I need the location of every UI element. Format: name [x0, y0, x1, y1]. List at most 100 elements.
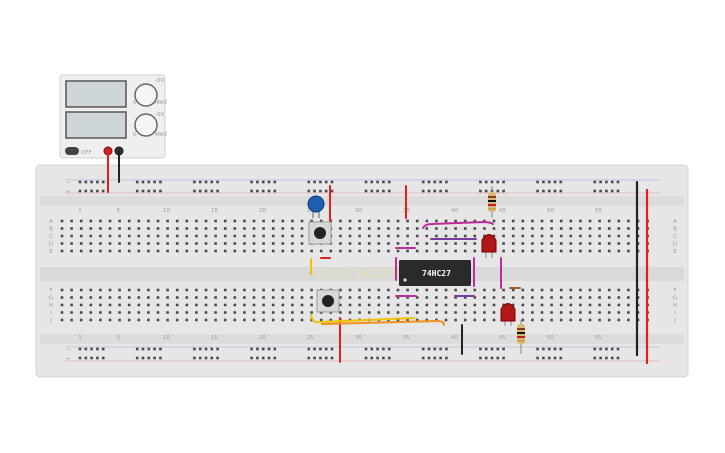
hole[interactable] [273, 189, 277, 193]
hole[interactable] [579, 227, 582, 230]
hole[interactable] [607, 311, 611, 314]
hole[interactable] [99, 219, 102, 223]
hole[interactable] [204, 189, 208, 193]
hole[interactable] [210, 189, 214, 193]
hole[interactable] [550, 318, 553, 322]
hole[interactable] [435, 288, 438, 292]
hole[interactable] [252, 227, 256, 230]
hole[interactable] [367, 242, 371, 245]
hole[interactable] [319, 356, 322, 360]
hole[interactable] [99, 227, 102, 230]
hole[interactable] [79, 288, 83, 292]
hole[interactable] [463, 296, 467, 299]
hole[interactable] [262, 242, 265, 245]
hole[interactable] [156, 303, 160, 307]
hole[interactable] [89, 311, 93, 314]
hole[interactable] [559, 227, 563, 230]
hole[interactable] [502, 288, 505, 292]
hole[interactable] [435, 311, 438, 314]
hole[interactable] [348, 303, 352, 307]
hole[interactable] [101, 347, 105, 351]
hole[interactable] [166, 242, 169, 245]
hole[interactable] [454, 288, 457, 292]
hole[interactable] [324, 180, 328, 184]
hole[interactable] [243, 288, 246, 292]
hole[interactable] [377, 242, 381, 245]
hole[interactable] [243, 242, 246, 245]
hole[interactable] [233, 219, 237, 223]
hole[interactable] [101, 189, 105, 193]
hole[interactable] [542, 180, 545, 184]
hole[interactable] [492, 234, 496, 238]
hole[interactable] [406, 318, 409, 322]
hole[interactable] [135, 347, 139, 351]
hole[interactable] [588, 249, 592, 253]
hole[interactable] [569, 249, 573, 253]
hole[interactable] [444, 288, 448, 292]
hole[interactable] [60, 227, 64, 230]
hole[interactable] [193, 189, 196, 193]
hole[interactable] [90, 180, 93, 184]
hole[interactable] [108, 296, 112, 299]
hole[interactable] [425, 311, 429, 314]
hole[interactable] [99, 242, 102, 245]
hole[interactable] [291, 311, 294, 314]
hole[interactable] [559, 356, 563, 360]
hole[interactable] [454, 249, 457, 253]
hole[interactable] [348, 311, 352, 314]
hole[interactable] [185, 318, 189, 322]
hole[interactable] [118, 242, 121, 245]
hole[interactable] [479, 356, 482, 360]
hole[interactable] [473, 219, 477, 223]
hole[interactable] [216, 347, 219, 351]
hole[interactable] [559, 219, 563, 223]
hole[interactable] [396, 318, 400, 322]
hole[interactable] [214, 303, 217, 307]
hole[interactable] [307, 356, 311, 360]
hole[interactable] [127, 242, 131, 245]
hole[interactable] [377, 219, 381, 223]
hole[interactable] [159, 356, 162, 360]
hole[interactable] [159, 180, 162, 184]
hole[interactable] [444, 311, 448, 314]
wires[interactable] [107, 150, 649, 365]
hole[interactable] [108, 311, 112, 314]
hole[interactable] [531, 288, 534, 292]
hole[interactable] [243, 249, 246, 253]
hole[interactable] [617, 219, 621, 223]
hole[interactable] [367, 288, 371, 292]
hole[interactable] [267, 356, 271, 360]
hole[interactable] [607, 303, 611, 307]
hole[interactable] [415, 288, 419, 292]
hole[interactable] [339, 249, 342, 253]
hole[interactable] [492, 296, 496, 299]
hole[interactable] [99, 296, 102, 299]
hole[interactable] [70, 234, 73, 238]
hole[interactable] [588, 318, 592, 322]
hole[interactable] [198, 189, 202, 193]
hole[interactable] [627, 311, 630, 314]
hole[interactable] [483, 227, 486, 230]
hole[interactable] [607, 296, 611, 299]
hole[interactable] [496, 356, 500, 360]
hole[interactable] [198, 356, 202, 360]
hole[interactable] [370, 180, 374, 184]
hole[interactable] [214, 219, 217, 223]
hole[interactable] [271, 249, 275, 253]
hole[interactable] [531, 311, 534, 314]
hole[interactable] [252, 249, 256, 253]
hole[interactable] [396, 303, 400, 307]
hole[interactable] [439, 189, 442, 193]
hole[interactable] [214, 318, 217, 322]
hole[interactable] [502, 219, 505, 223]
hole[interactable] [627, 227, 630, 230]
hole[interactable] [319, 249, 323, 253]
hole[interactable] [348, 249, 352, 253]
hole[interactable] [484, 180, 488, 184]
hole[interactable] [463, 242, 467, 245]
hole[interactable] [607, 219, 611, 223]
hole[interactable] [559, 303, 563, 307]
hole[interactable] [367, 296, 371, 299]
hole[interactable] [214, 296, 217, 299]
hole[interactable] [473, 288, 477, 292]
